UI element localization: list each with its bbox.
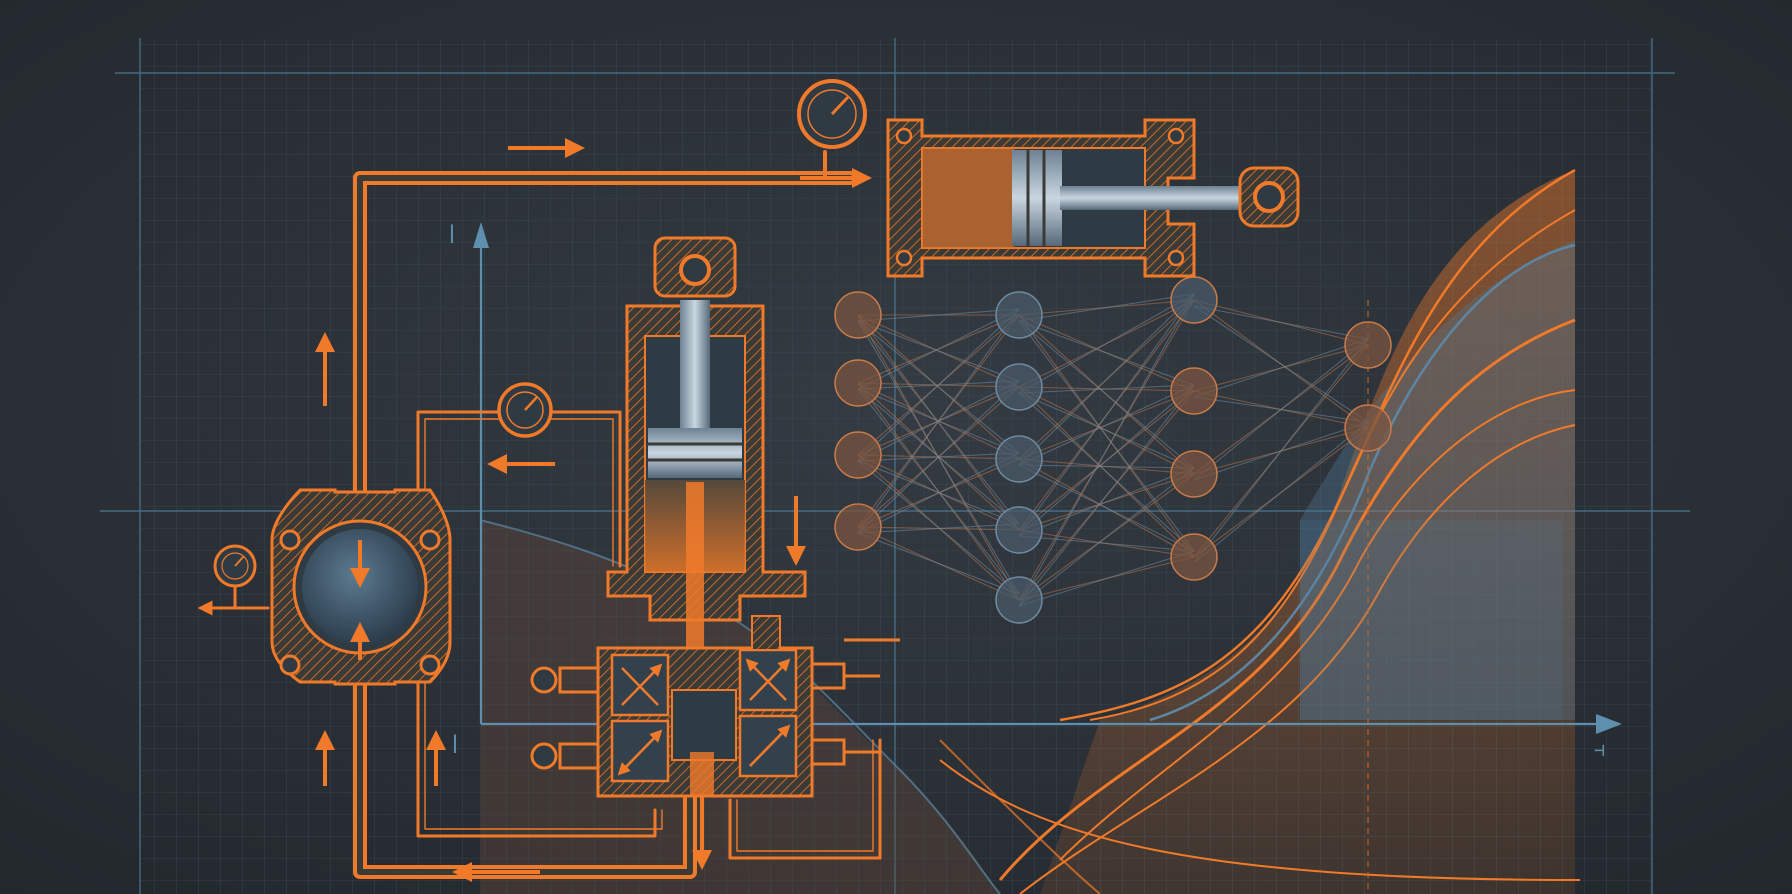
side-mark-label: ꟾ	[452, 734, 458, 758]
gauge-icon	[497, 382, 553, 438]
network-edge	[857, 320, 1020, 382]
network-edge	[857, 308, 1020, 534]
gauge-icon	[797, 79, 867, 149]
network-edge	[857, 308, 1020, 390]
network-node	[1344, 321, 1392, 369]
network-edge	[1018, 293, 1195, 394]
network-edge	[1018, 320, 1195, 469]
network-edge	[1018, 293, 1195, 466]
network-edge	[857, 452, 1020, 534]
vertical-cylinder	[606, 236, 807, 672]
network-edge	[1018, 320, 1195, 552]
network-edge	[1018, 384, 1195, 537]
network-edge	[1193, 305, 1369, 423]
network-edge	[857, 388, 1020, 595]
gauge-icon	[213, 544, 257, 608]
network-node	[1170, 367, 1218, 415]
network-edge	[1018, 384, 1195, 607]
pump-housing	[270, 488, 452, 686]
network-node	[1170, 533, 1218, 581]
network-edge	[1018, 384, 1195, 466]
network-edge	[1018, 392, 1195, 469]
network-edge	[857, 320, 1020, 454]
network-node	[1170, 450, 1218, 498]
network-node	[834, 291, 882, 339]
network-edge	[857, 308, 1020, 322]
network-edge	[1018, 464, 1195, 552]
flow-arrows	[315, 138, 872, 882]
network-edge	[1018, 464, 1195, 469]
network-edge	[1018, 320, 1195, 386]
network-edge	[1193, 338, 1369, 481]
x-axis-label: ⊣	[1594, 740, 1605, 761]
network-edge	[1018, 293, 1195, 607]
network-node	[1170, 276, 1218, 324]
network-edge	[1018, 535, 1195, 552]
neural-network	[834, 276, 1392, 624]
network-edge	[1193, 421, 1369, 564]
network-edge	[857, 308, 1020, 462]
network-node	[995, 435, 1043, 483]
network-edge	[1018, 467, 1195, 607]
network-node	[1344, 404, 1392, 452]
network-edge	[1018, 550, 1195, 607]
horizontal-cylinder	[886, 118, 1300, 278]
valve-block	[530, 615, 900, 870]
network-edge	[1018, 467, 1195, 537]
network-edge	[1018, 293, 1195, 322]
network-node	[995, 506, 1043, 554]
network-node	[995, 363, 1043, 411]
y-axis-label: ꟾ	[449, 224, 455, 248]
network-edge	[857, 380, 1020, 534]
network-edge	[1193, 338, 1369, 564]
network-node	[834, 503, 882, 551]
network-edge	[857, 320, 1020, 525]
network-edge	[1193, 338, 1369, 398]
network-node	[995, 576, 1043, 624]
network-node	[834, 431, 882, 479]
network-edge	[1018, 293, 1195, 537]
network-edge	[1018, 384, 1195, 394]
network-edge	[857, 532, 1020, 595]
network-node	[995, 291, 1043, 339]
network-edge	[1018, 392, 1195, 552]
network-edge	[857, 523, 1020, 534]
network-edge	[1193, 305, 1369, 340]
network-node	[834, 359, 882, 407]
network-edge	[857, 460, 1020, 595]
